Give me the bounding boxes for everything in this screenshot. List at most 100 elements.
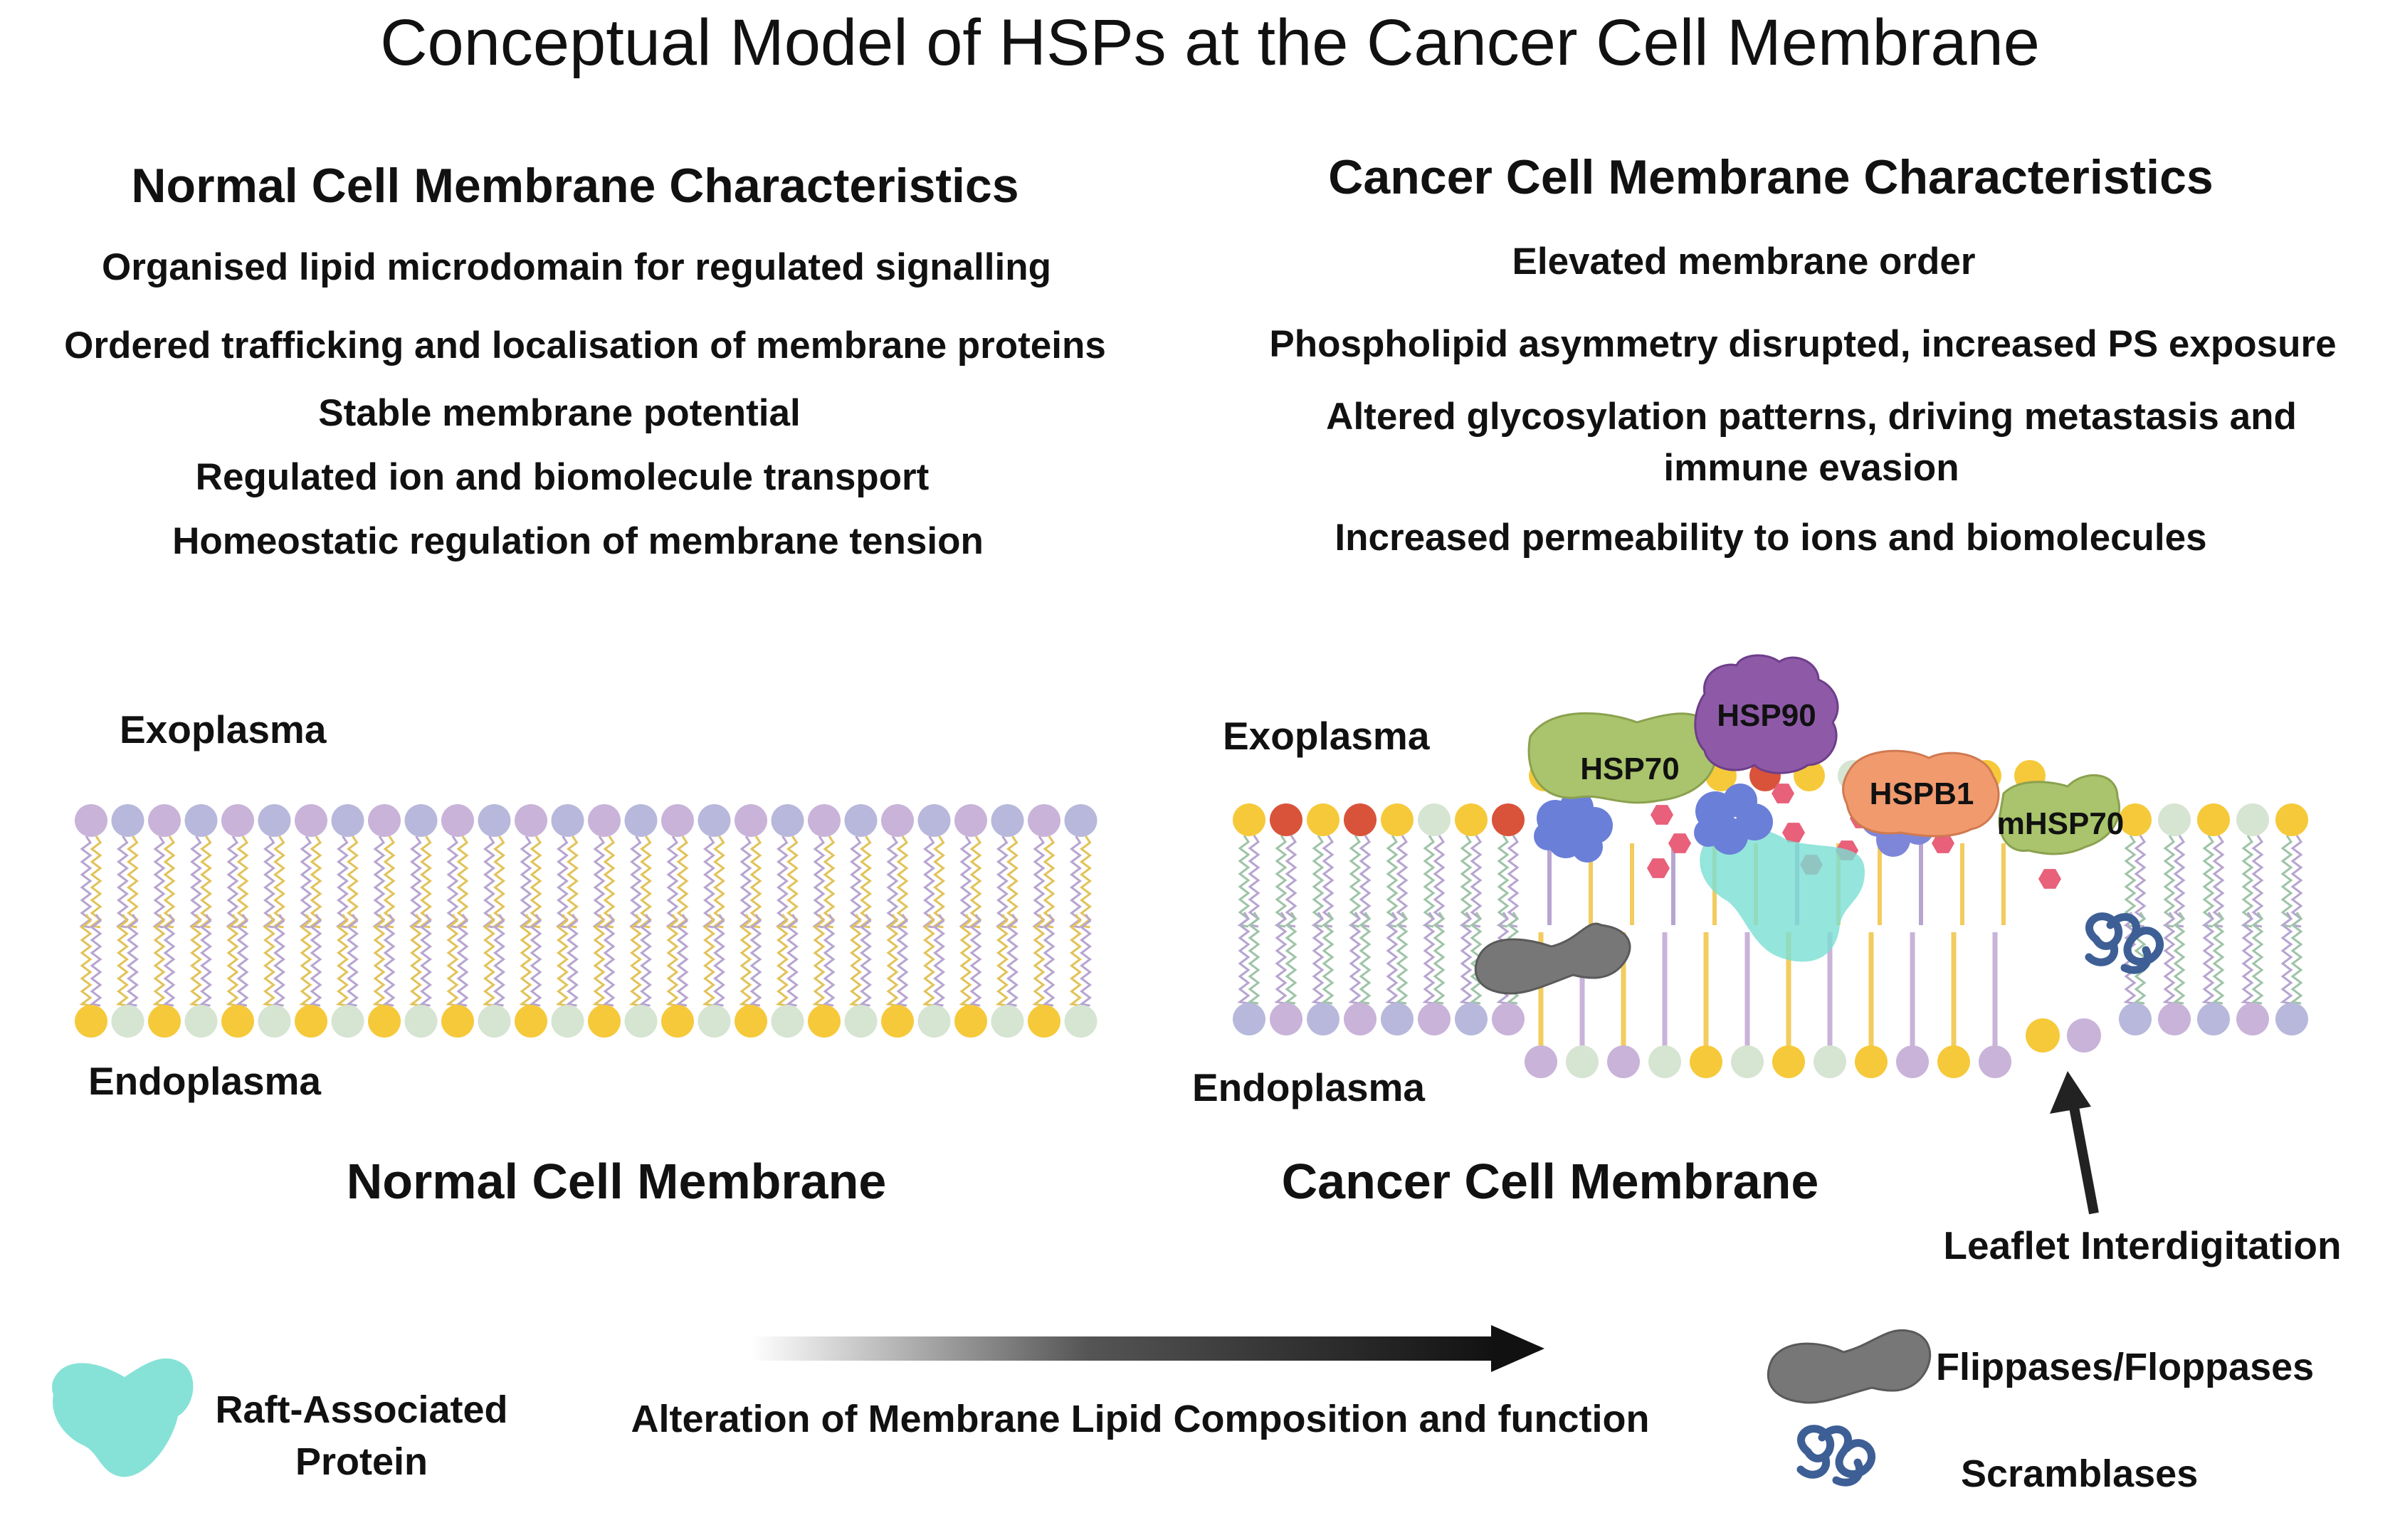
lipid-tail	[895, 914, 909, 1007]
lipid-tail	[162, 914, 176, 1007]
lipid-tail	[115, 835, 129, 929]
lipid-head	[1418, 1003, 1451, 1035]
lipid-tail	[702, 914, 715, 1007]
lipid-tail	[995, 835, 1009, 929]
lipid-head	[221, 804, 254, 837]
lipid-head	[1028, 804, 1060, 837]
raft-protein-label-line1: Raft-Associated	[215, 1388, 508, 1431]
lipid-tail	[1321, 835, 1335, 928]
lipid-tail	[372, 914, 386, 1007]
lipid-head	[661, 1005, 694, 1038]
lipid-head	[184, 804, 218, 837]
lipid-tail	[189, 835, 202, 929]
lipid-tail	[1459, 835, 1473, 928]
lipid-tail	[665, 835, 679, 929]
lipid-head	[1455, 803, 1488, 836]
lipid-head	[551, 804, 584, 837]
lipid-head	[954, 804, 987, 837]
lipid-tail	[1506, 835, 1520, 928]
lipid-tail	[555, 914, 569, 1007]
lipid-tail	[1358, 912, 1372, 1005]
lipid-tail	[409, 835, 422, 929]
lipid-head	[2026, 1018, 2060, 1053]
lipid-head	[1607, 1045, 1640, 1078]
lipid-tail	[89, 835, 102, 929]
cancer-exoplasma-label: Exoplasma	[1223, 714, 1430, 758]
lipid-tail	[1042, 835, 1056, 929]
lipid-tail	[602, 835, 616, 929]
normal-exoplasma-label: Exoplasma	[120, 707, 327, 751]
lipid-tail	[739, 835, 752, 929]
lipid-head	[148, 1005, 181, 1038]
lipid-tail	[1284, 912, 1297, 1005]
lipid-head	[1233, 1003, 1265, 1035]
lipid-head	[1028, 1005, 1060, 1038]
transition-label: Alteration of Membrane Lipid Composition…	[631, 1398, 1650, 1440]
lipid-tail	[959, 914, 972, 1007]
lipid-tail	[1042, 914, 1056, 1007]
lipid-head	[404, 804, 438, 837]
lipid-head	[331, 804, 364, 837]
lipid-head	[295, 1005, 327, 1038]
lipid-tail	[1432, 835, 1446, 928]
lipid-tail	[262, 835, 275, 929]
lipid-tail	[969, 835, 982, 929]
glycan-hexagon	[1932, 833, 1954, 853]
lipid-tail	[2172, 835, 2186, 928]
lipid-tail	[456, 835, 469, 929]
glycan-hexagon	[1782, 823, 1805, 843]
lipid-tail	[822, 914, 836, 1007]
lipid-tail	[1068, 914, 1082, 1007]
scramblases-label: Scramblases	[1961, 1452, 2199, 1495]
lipid-head	[404, 1005, 438, 1038]
glycan-hexagon	[1772, 784, 1794, 803]
lipid-tail	[1005, 835, 1018, 929]
lipid-tail	[969, 914, 982, 1007]
lipid-tail	[1385, 912, 1399, 1005]
lipid-tail	[1068, 835, 1082, 929]
lipid-tail	[115, 914, 129, 1007]
lipid-tail	[89, 914, 102, 1007]
lipid-tail	[299, 835, 312, 929]
lipid-tail	[822, 835, 836, 929]
lipid-head	[991, 804, 1024, 837]
lipid-tail	[2201, 912, 2215, 1005]
glycan-hexagon	[1651, 805, 1673, 825]
normal-lipid-bilayer	[75, 804, 1098, 1038]
lipid-tail	[592, 835, 606, 929]
raft-protein-label-line2: Protein	[295, 1440, 428, 1483]
lipid-head	[2275, 803, 2308, 836]
lipid-tail	[419, 914, 432, 1007]
lipid-tail	[2280, 835, 2293, 928]
lipid-head	[478, 1005, 511, 1038]
lipid-head	[1344, 803, 1377, 836]
lipid-tail	[995, 914, 1009, 1007]
scramblase-legend-icon	[1796, 1425, 1876, 1487]
lipid-tail	[812, 835, 826, 929]
hsp90-protein: HSP90	[1694, 654, 1839, 774]
flippase-legend-icon	[1767, 1329, 1932, 1404]
lipid-tail	[1078, 914, 1092, 1007]
lipid-tail	[2251, 835, 2264, 928]
lipid-head	[295, 804, 327, 837]
lipid-head	[991, 1005, 1024, 1038]
lipid-tail	[152, 914, 166, 1007]
lipid-head	[2158, 803, 2191, 836]
lipid-tail	[79, 914, 93, 1007]
lipid-head	[661, 804, 694, 837]
lipid-tail	[959, 835, 972, 929]
lipid-head	[1492, 803, 1525, 836]
lipid-tail	[199, 914, 212, 1007]
normal-item: Stable membrane potential	[318, 392, 801, 434]
lipid-tail	[1496, 835, 1510, 928]
lipid-head	[2236, 803, 2269, 836]
lipid-tail	[226, 835, 239, 929]
lipid-tail	[812, 914, 826, 1007]
lipid-tail	[2290, 835, 2303, 928]
lipid-head	[698, 1005, 731, 1038]
lipid-head	[515, 1005, 547, 1038]
figure-title: Conceptual Model of HSPs at the Cancer C…	[380, 6, 2040, 79]
lipid-tail	[519, 914, 532, 1007]
lipid-head	[1979, 1045, 2011, 1078]
